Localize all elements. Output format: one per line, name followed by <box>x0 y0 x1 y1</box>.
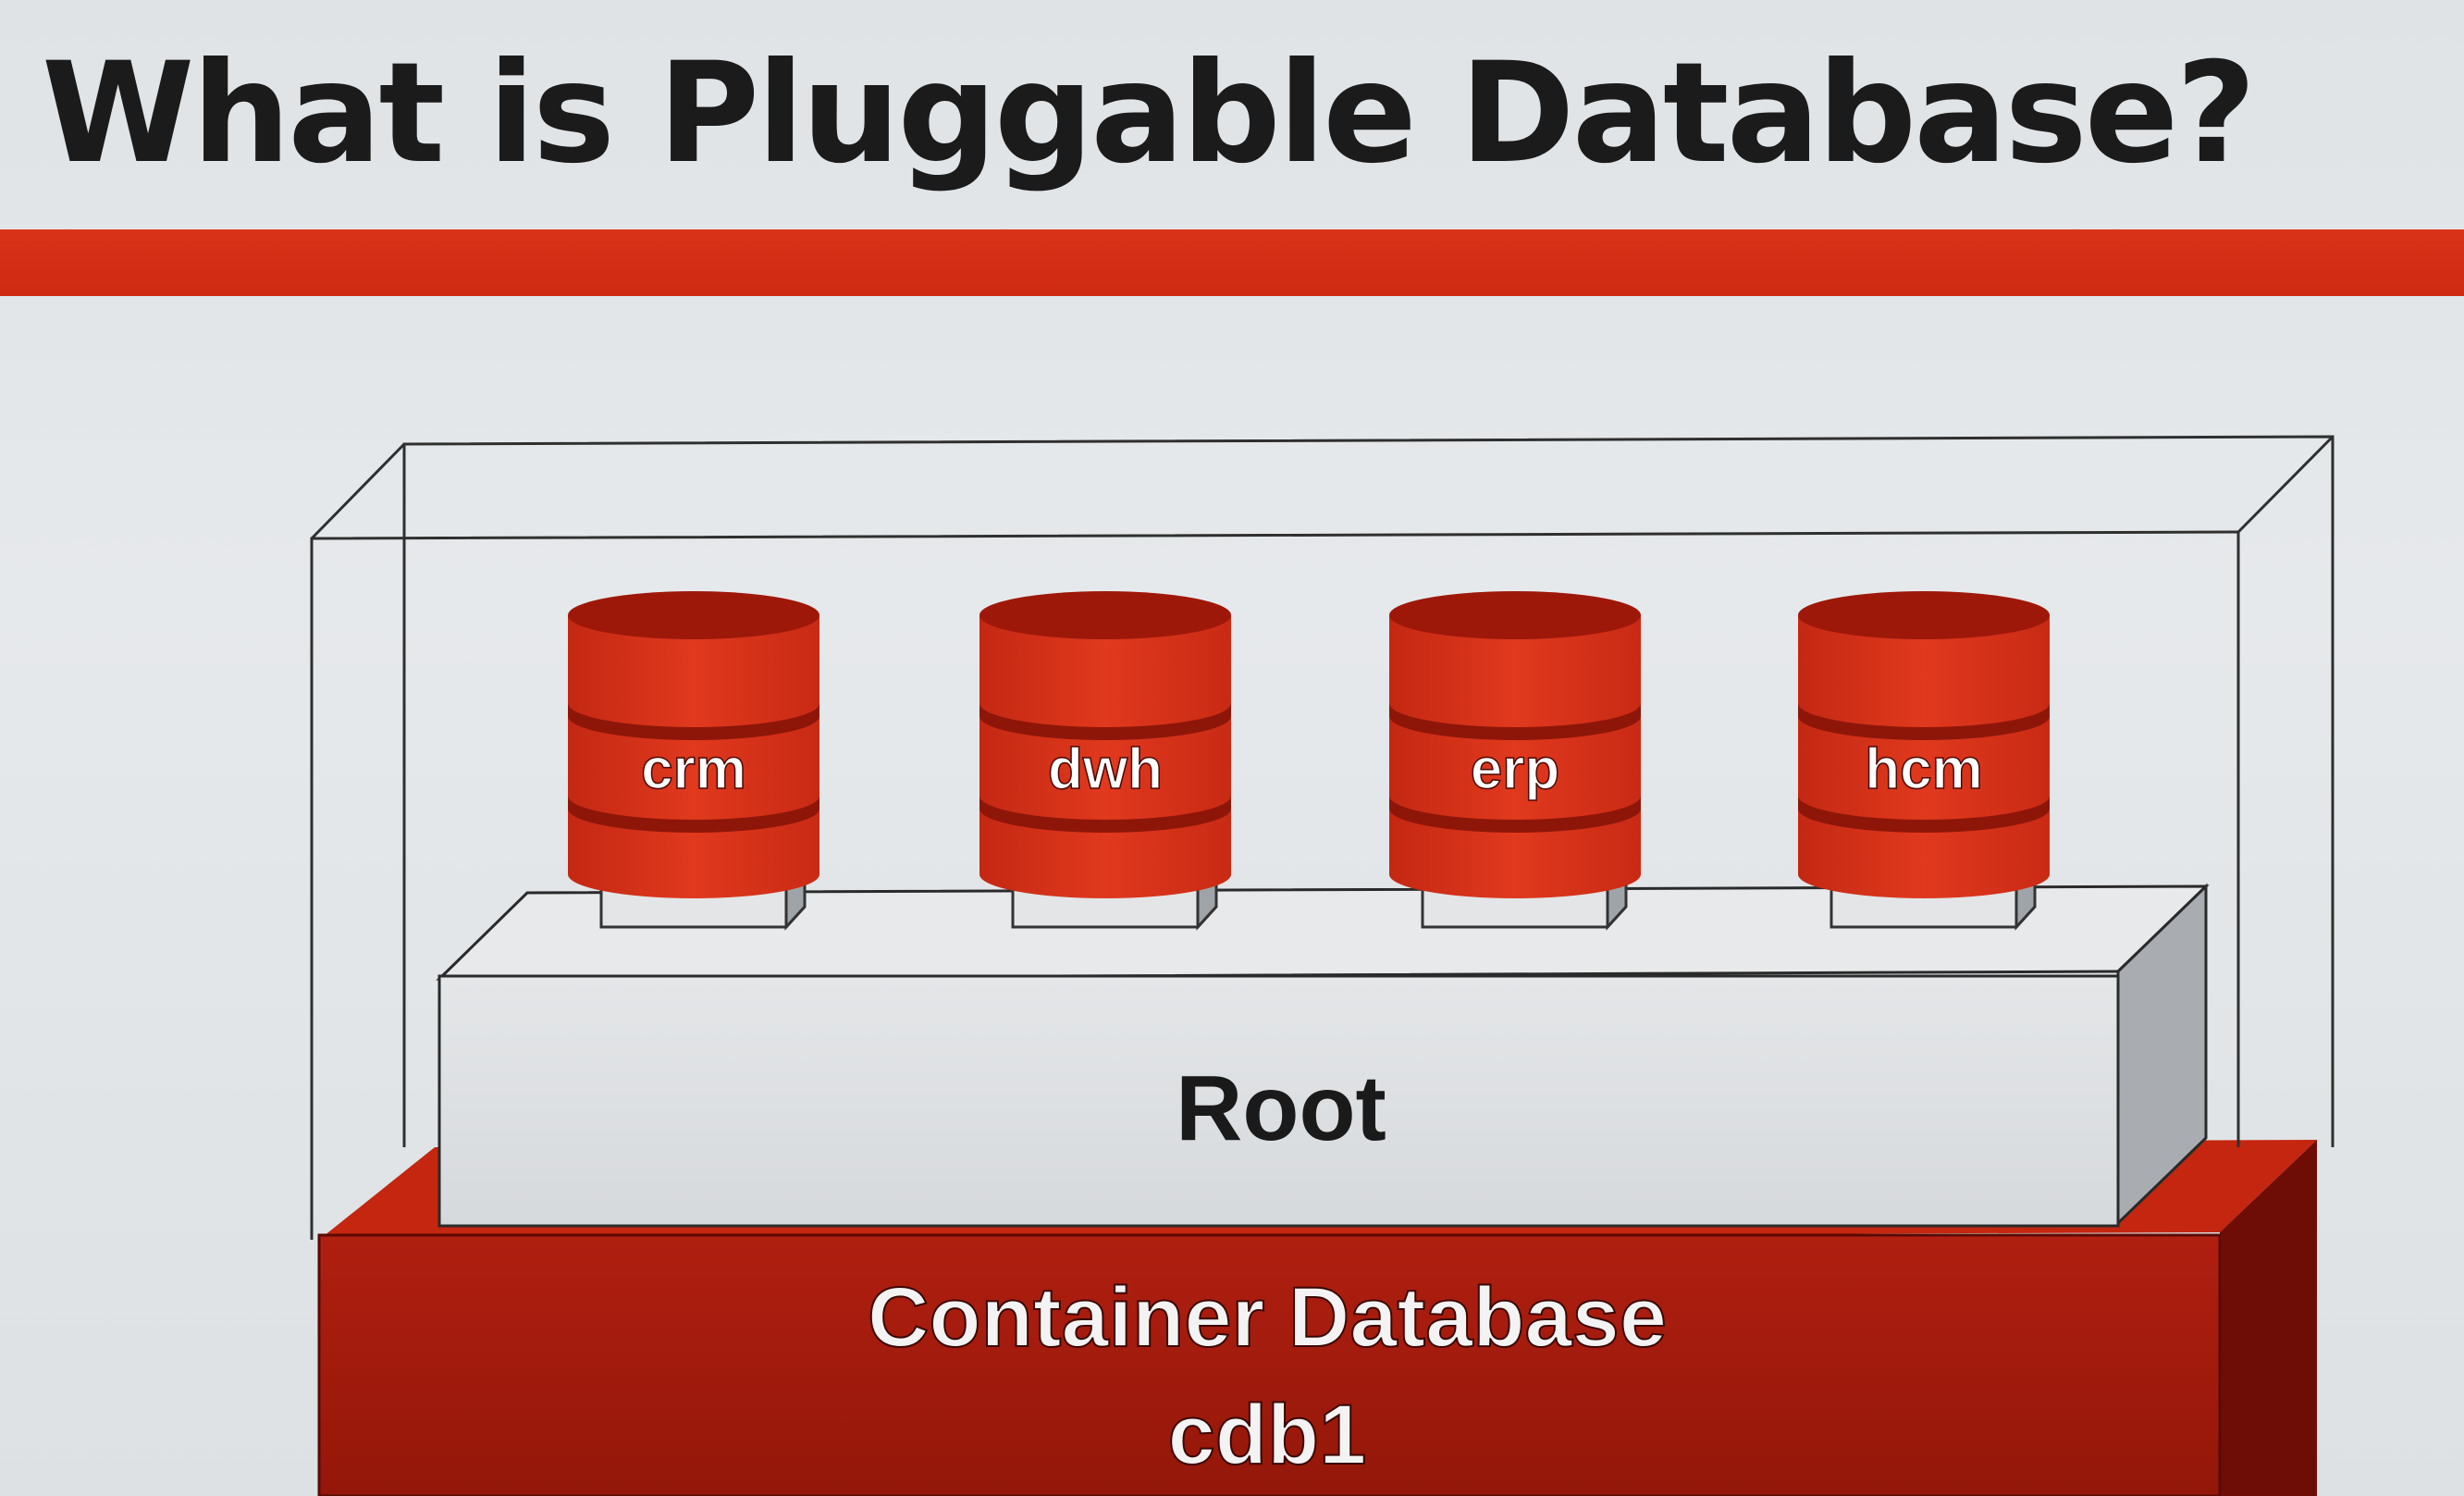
container-label-line1: Container Database <box>868 1270 1667 1365</box>
outer-box-edge-right <box>2236 435 2335 534</box>
pdb-cylinder-top <box>1389 591 1641 639</box>
outer-box-outline <box>310 435 2335 1240</box>
title-underline-band <box>0 229 2464 296</box>
pdb-crm: crm <box>568 591 819 931</box>
root-label: Root <box>1176 1057 1386 1160</box>
outer-box-edge-left <box>310 442 406 540</box>
pdb-label-hcm: hcm <box>1865 737 1982 801</box>
container-right-face <box>2220 1140 2317 1496</box>
pdb-cylinder-ring-2 <box>1389 796 1641 833</box>
pdb-cylinder-ring-1 <box>568 703 819 740</box>
pdb-label-dwh: dwh <box>1048 737 1163 801</box>
root-front-face <box>437 974 2120 1228</box>
pdb-hcm: hcm <box>1798 591 2050 931</box>
pdb-label-crm: crm <box>641 737 746 801</box>
pdb-cylinder-top <box>1798 591 2050 639</box>
slide-title: What is Pluggable Database? <box>42 33 2256 194</box>
container-label-line2: cdb1 <box>1168 1388 1367 1482</box>
pdb-cylinder-ring-1 <box>1389 703 1641 740</box>
pdb-dwh: dwh <box>979 591 1231 931</box>
container-front-face <box>317 1233 2222 1496</box>
pdb-cylinder-top <box>979 591 1231 639</box>
outer-box-back-top <box>402 435 2335 1147</box>
root-block: Root <box>436 883 2210 1228</box>
pdb-cylinder-ring-2 <box>1798 796 2050 833</box>
pdb-cylinder-ring-1 <box>1798 703 2050 740</box>
outer-box-front-top <box>310 530 2240 1240</box>
pdb-erp: erp <box>1389 591 1641 931</box>
pluggable-databases: crm dwh erp hcm <box>568 591 2050 931</box>
pdb-cylinder-ring-1 <box>979 703 1231 740</box>
pdb-cylinder-top <box>568 591 819 639</box>
pdb-label-erp: erp <box>1471 737 1559 801</box>
pdb-cylinder-ring-2 <box>979 796 1231 833</box>
pdb-cylinder-ring-2 <box>568 796 819 833</box>
